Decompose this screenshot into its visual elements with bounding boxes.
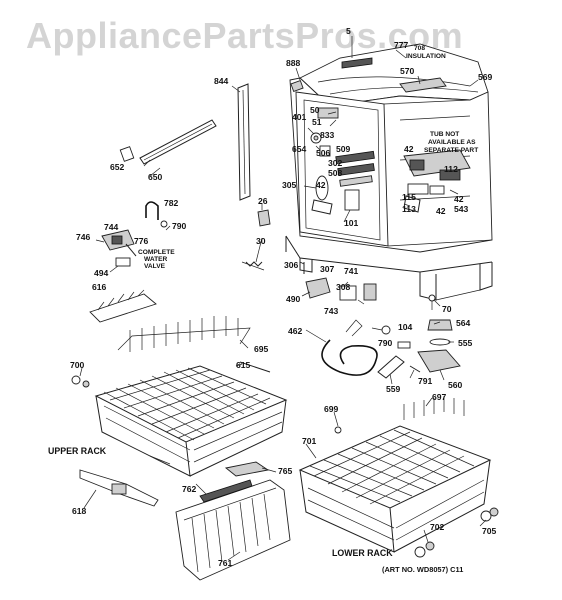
part-label: 401 [292, 112, 307, 122]
pump-parts-group [377, 319, 461, 379]
vent-strip-650 [119, 119, 217, 165]
part-label: 790 [172, 221, 187, 231]
drain-hose-462 [321, 319, 378, 376]
part-label: 697 [432, 392, 447, 402]
part-label: 790 [378, 338, 393, 348]
silverware-basket [175, 461, 291, 581]
part-label: 306 [284, 260, 299, 270]
door-seal-844 [237, 83, 251, 201]
tub-note-line: TUB NOT [430, 131, 459, 138]
tub-note-line: SEPARATE PART [424, 147, 478, 154]
part-label: 509 [336, 144, 351, 154]
part-label: 701 [302, 436, 317, 446]
part-label: 761 [218, 558, 233, 568]
lower-rack-caption: LOWER RACK [332, 548, 393, 558]
part-label: 50 [310, 105, 320, 115]
part-label: 782 [164, 198, 179, 208]
part-label: 616 [92, 282, 107, 292]
part-label: 305 [282, 180, 297, 190]
part-label: 308 [336, 282, 351, 292]
part-label: 746 [76, 232, 91, 242]
part-label: 5 [346, 26, 351, 36]
part-label: 113 [402, 204, 416, 214]
part-label: 777 [394, 40, 409, 50]
part-label: 112 [444, 164, 458, 174]
part-label: 51 [312, 117, 322, 127]
part-label: 559 [386, 384, 401, 394]
tub-note-line: AVAILABLE AS [428, 139, 476, 146]
spray-arm-618 [79, 469, 159, 507]
part-label: 569 [478, 72, 493, 82]
part-label: 652 [110, 162, 125, 172]
part-label: 654 [292, 144, 307, 154]
part-label: 741 [344, 266, 359, 276]
part-label: 115 [402, 192, 416, 202]
part-label: 618 [72, 506, 87, 516]
part-label: 42 [316, 180, 326, 190]
part-label: 570 [400, 66, 415, 76]
leader-lines [79, 36, 487, 561]
part-label: 700 [70, 360, 85, 370]
part-label: 543 [454, 204, 469, 214]
part-label: 30 [256, 236, 266, 246]
part-label: 888 [286, 58, 301, 68]
upper-rack-drawing [71, 316, 288, 477]
part-label: 762 [182, 484, 197, 494]
part-label: 508 [328, 168, 343, 178]
insulation-note: INSULATION [406, 53, 446, 60]
part-label: 765 [278, 466, 293, 476]
part-label: 560 [448, 380, 463, 390]
part-label: 462 [288, 326, 303, 336]
part-label: 791 [418, 376, 433, 386]
part-label: 490 [286, 294, 301, 304]
art-number-caption: (ART NO. WD8057) C11 [382, 565, 463, 574]
part-label: 615 [236, 360, 251, 370]
part-label: 708 [414, 45, 425, 52]
part-label: 564 [456, 318, 471, 328]
part-label: 307 [320, 264, 335, 274]
part-label: 695 [254, 344, 269, 354]
part-label: 42 [436, 206, 446, 216]
part-label: 302 [328, 158, 343, 168]
water-valve-note: COMPLETE [138, 249, 175, 256]
part-label: 26 [258, 196, 268, 206]
upper-rack-caption: UPPER RACK [48, 446, 107, 456]
part-label: 555 [458, 338, 473, 348]
part-label: 506 [316, 148, 331, 158]
part-label: 744 [104, 222, 119, 232]
part-label: 494 [94, 268, 109, 278]
water-valve-note: WATER [144, 256, 168, 263]
part-label: 650 [148, 172, 163, 182]
water-valve-note: VALVE [144, 263, 166, 270]
part-label: 743 [324, 306, 339, 316]
part-label: 104 [398, 322, 413, 332]
lower-rack-drawing [298, 396, 499, 558]
part-labels: 5 777 708 INSULATION 888 844 570 569 50 … [70, 26, 497, 568]
part-label: 702 [430, 522, 445, 532]
hinge-spring-group [241, 209, 271, 271]
part-label: 844 [214, 76, 229, 86]
rack-guide-616 [89, 289, 157, 323]
part-label: 101 [344, 218, 359, 228]
part-label: 776 [134, 236, 149, 246]
part-label: 699 [324, 404, 339, 414]
water-valve-group [101, 201, 168, 267]
tub-assembly-drawing [285, 43, 493, 301]
part-label: 42 [404, 144, 414, 154]
part-label: 42 [454, 194, 464, 204]
part-label: 705 [482, 526, 497, 536]
part-label: 833 [320, 130, 335, 140]
part-label: 70 [442, 304, 452, 314]
